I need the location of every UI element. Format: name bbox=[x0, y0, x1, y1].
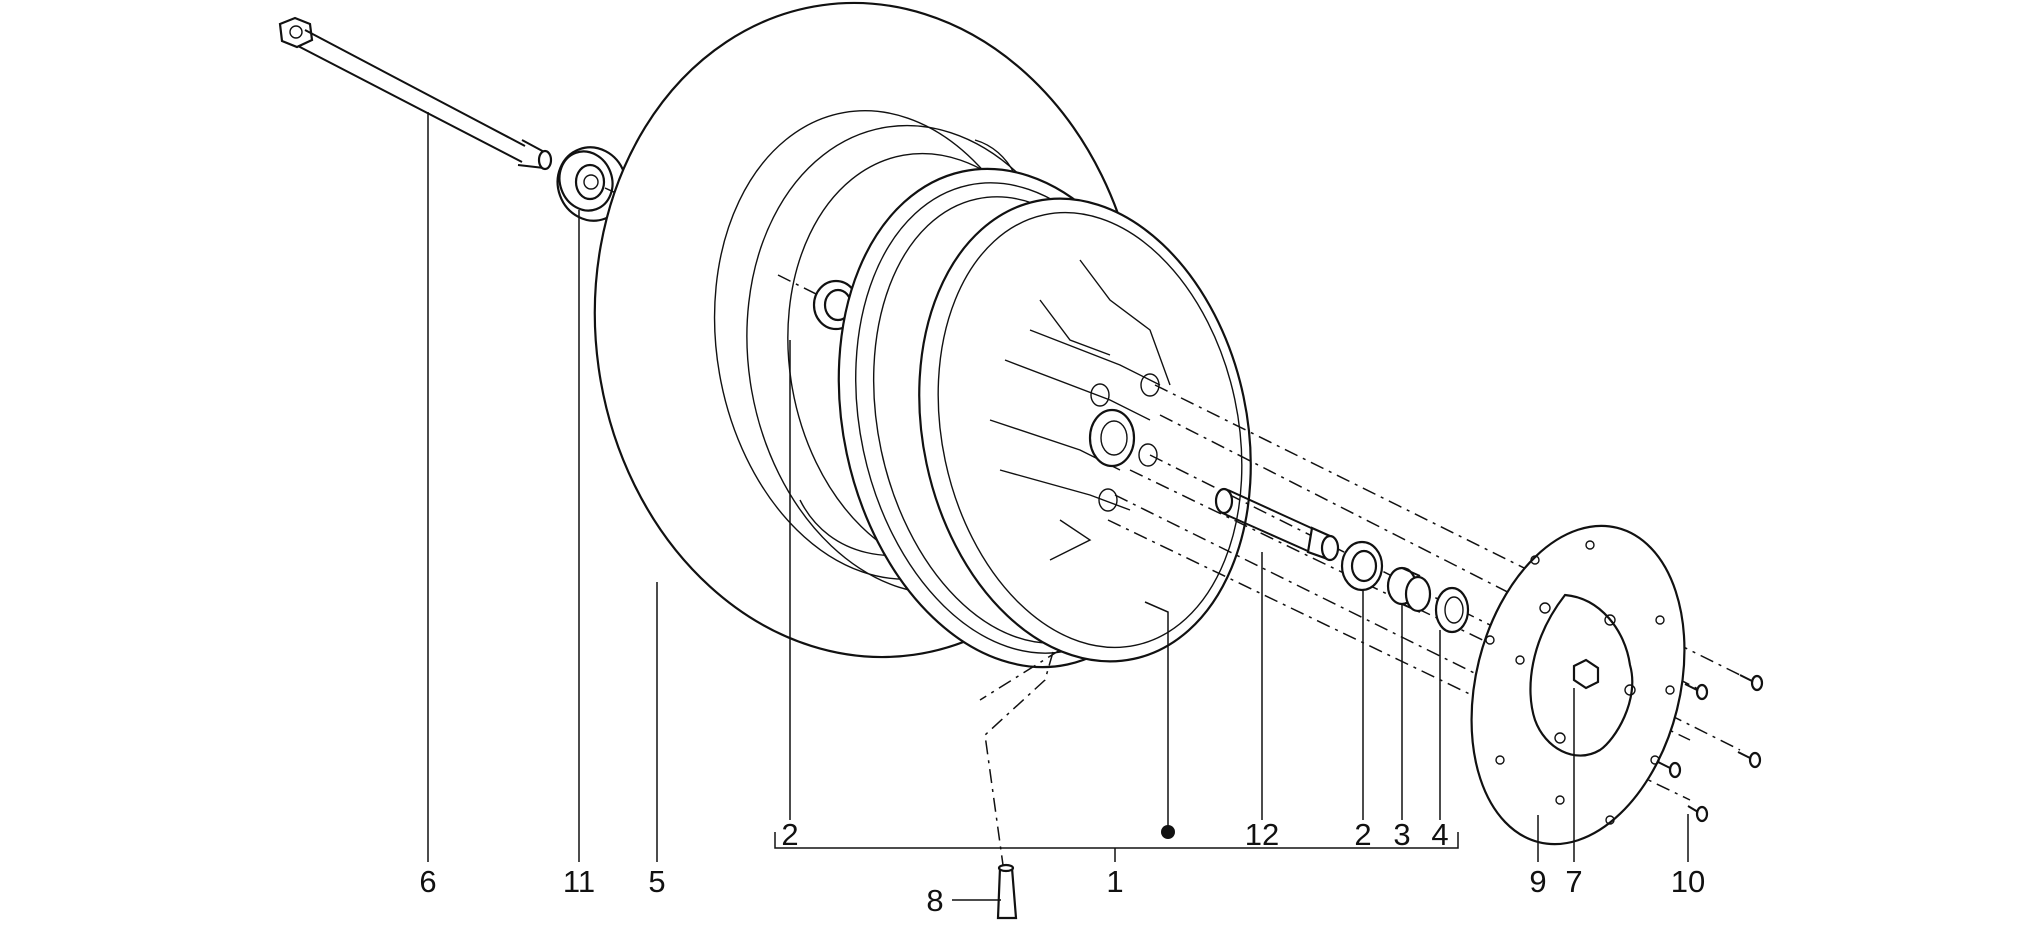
callout-11: 11 bbox=[563, 864, 595, 899]
part-disc-bolts bbox=[1657, 674, 1764, 823]
callout-5: 5 bbox=[648, 864, 665, 899]
leader-lines bbox=[427, 112, 1689, 901]
callout-2-left: 2 bbox=[781, 817, 798, 852]
part-valve bbox=[984, 651, 1054, 920]
callout-2-right: 2 bbox=[1354, 817, 1371, 852]
part-axle-bolt bbox=[278, 16, 553, 171]
callout-1: 1 bbox=[1106, 864, 1123, 899]
part-seal bbox=[1434, 586, 1470, 634]
part-spacer-tube bbox=[1214, 487, 1340, 562]
callout-10: 10 bbox=[1671, 864, 1705, 899]
part-brake-disc bbox=[1470, 524, 1686, 846]
callout-4: 4 bbox=[1431, 817, 1448, 852]
callout-8: 8 bbox=[926, 883, 943, 918]
part-rim bbox=[837, 167, 1252, 669]
part-disc-nut bbox=[1572, 658, 1600, 690]
part-spacer-nut bbox=[556, 146, 641, 222]
callout-7: 7 bbox=[1565, 864, 1582, 899]
callout-6: 6 bbox=[419, 864, 436, 899]
callout-labels: 6 11 5 8 2 12 2 3 4 1 9 7 10 bbox=[419, 817, 1705, 918]
part-bearing-right bbox=[1340, 540, 1384, 592]
callout-3: 3 bbox=[1393, 817, 1410, 852]
part-bushing bbox=[1386, 566, 1432, 613]
callout-12: 12 bbox=[1245, 817, 1279, 852]
callout-9: 9 bbox=[1529, 864, 1546, 899]
